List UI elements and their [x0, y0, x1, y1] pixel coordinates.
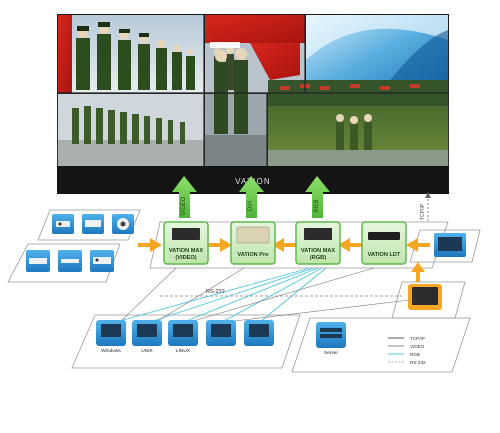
workstation-windows-label: Windows	[101, 348, 121, 354]
arrow-video-label: VIDEO	[181, 196, 187, 215]
workstation-linux-label: LINUX	[176, 348, 191, 354]
controller-pro-label: VATION Pro	[237, 252, 269, 258]
camera-tile-1	[52, 214, 74, 234]
rs232-link: RS-232	[160, 289, 402, 297]
arrow-rgb: RGB	[305, 176, 330, 218]
legend-rgb-label: RGB	[410, 352, 420, 357]
tcpip-label: TCP/IP	[420, 203, 426, 220]
platform-controllers	[149, 221, 449, 269]
display-monitor	[434, 233, 466, 257]
arrow-tablet-up	[411, 262, 425, 282]
arrow-dvi-label: DVI	[248, 201, 254, 211]
controller-max-rgb-label-2: (RGB)	[310, 255, 326, 261]
server-label: Server	[324, 350, 339, 356]
arrow-max-to-pro	[208, 238, 232, 252]
workstation-4	[206, 320, 236, 346]
controller-max-video-label-1: VATION MAX	[169, 248, 204, 254]
orange-flow-arrows	[138, 238, 430, 282]
controller-max-rgb: VATION MAX (RGB)	[295, 221, 341, 265]
camera-tile-2	[82, 214, 104, 234]
tablet-controller	[408, 284, 442, 310]
arrow-rgb-label: RGB	[314, 199, 320, 212]
arrow-maxrgb-to-pro	[272, 238, 296, 252]
arrow-display-to-ldt	[406, 238, 430, 252]
arrow-ldt-to-maxrgb	[338, 238, 362, 252]
tcpip-network-links	[119, 267, 411, 323]
platforms	[7, 209, 481, 373]
platform-cameras-bottom	[7, 243, 121, 283]
workstation-linux: LINUX	[168, 320, 198, 354]
wall-image-marching-troops	[58, 94, 204, 166]
controllers: VATION MAX (VIDEO) VATION Pro VATION MAX…	[163, 221, 407, 265]
platform-workstations	[71, 314, 301, 369]
platform-cameras-top	[37, 209, 141, 241]
workstation-unix: UNIX	[132, 320, 162, 354]
camera-tile-3	[112, 214, 134, 234]
legend-tcpip-label: TCP/IP	[410, 336, 425, 341]
platform-tablet	[391, 281, 466, 319]
controller-max-video-label-2: (VIDEO)	[175, 255, 196, 261]
wall-image-guard-pair	[205, 48, 267, 166]
legend-video-label: VIDEO	[410, 344, 425, 349]
rgb-links	[115, 267, 327, 323]
controller-max-rgb-label-1: VATION MAX	[301, 248, 336, 254]
signal-arrows: VIDEO DVI RGB	[172, 176, 330, 218]
controller-ldt-label: VATION LDT	[368, 252, 401, 258]
legend: TCP/IP VIDEO RGB RS-232	[388, 336, 426, 365]
tcpip-link: TCP/IP	[420, 192, 431, 222]
arrow-sources-to-max-video	[138, 238, 162, 252]
workstation-5	[244, 320, 274, 346]
server: Server	[316, 322, 346, 356]
camera-tile-4	[26, 250, 50, 272]
rs232-label: RS-232	[206, 289, 225, 295]
workstation-windows: Windows	[96, 320, 126, 354]
controller-ldt: VATION LDT	[361, 221, 407, 265]
video-sources	[26, 214, 134, 272]
workstation-unix-label: UNIX	[141, 348, 153, 354]
camera-tile-6	[90, 250, 114, 272]
controller-pro: VATION Pro	[230, 221, 276, 265]
legend-rs232-label: RS-232	[410, 360, 426, 365]
controller-max-video: VATION MAX (VIDEO)	[163, 221, 209, 265]
platform-display-right	[409, 229, 481, 263]
video-wall: VATION	[57, 14, 449, 194]
arrow-dvi: DVI	[239, 176, 264, 218]
workstations: Windows UNIX LINUX	[96, 320, 274, 354]
camera-tile-5	[58, 250, 82, 272]
arrow-video: VIDEO	[172, 176, 197, 218]
wall-image-honor-guard	[58, 15, 204, 93]
